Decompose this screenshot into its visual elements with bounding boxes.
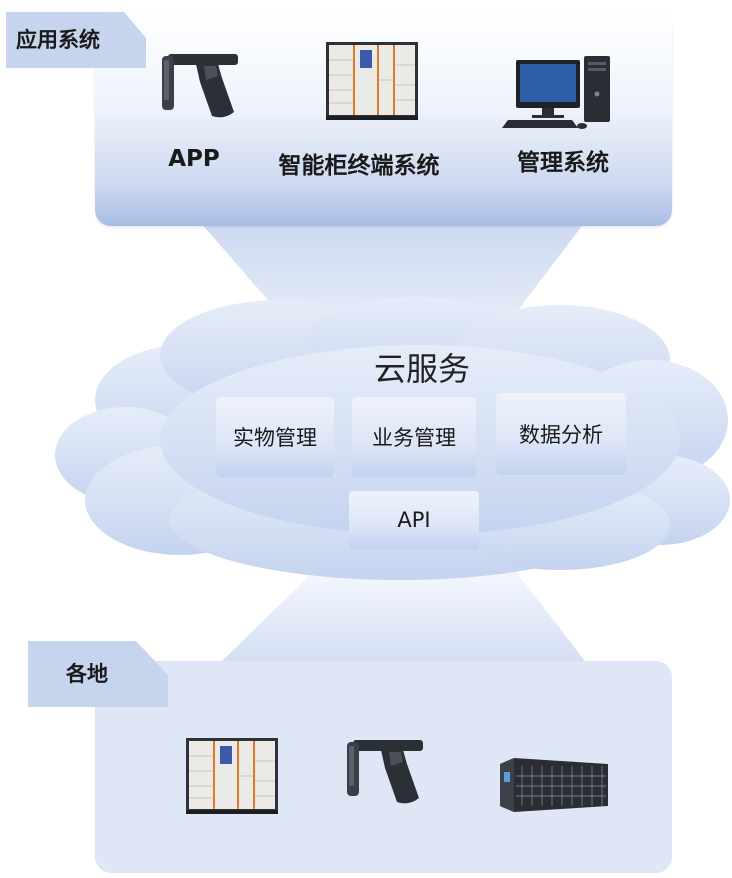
app-label: APP bbox=[168, 146, 220, 172]
data-analysis-module: 数据分析 bbox=[496, 393, 626, 475]
asset-management-label: 实物管理 bbox=[233, 426, 317, 450]
smart-locker-icon bbox=[186, 738, 278, 814]
regional-tab-label: 各地 bbox=[66, 661, 108, 686]
api-module: API bbox=[349, 491, 479, 549]
handheld-scanner-icon bbox=[162, 54, 238, 118]
server-rack-icon bbox=[500, 758, 608, 812]
business-management-label: 业务管理 bbox=[372, 426, 456, 450]
smart-locker-icon bbox=[326, 42, 418, 120]
handheld-scanner-icon bbox=[347, 740, 423, 804]
regional-tab: 各地 bbox=[28, 641, 168, 707]
smart-locker-terminal-label: 智能柜终端系统 bbox=[278, 153, 440, 179]
api-label: API bbox=[397, 508, 431, 532]
bottom-connector-beam bbox=[218, 570, 588, 665]
application-systems-tab: 应用系统 bbox=[6, 12, 146, 68]
asset-management-module: 实物管理 bbox=[216, 397, 334, 477]
application-systems-tab-label: 应用系统 bbox=[16, 27, 100, 52]
data-analysis-label: 数据分析 bbox=[519, 423, 603, 447]
desktop-computer-icon bbox=[502, 56, 610, 129]
business-management-module: 业务管理 bbox=[352, 397, 476, 477]
management-system-label: 管理系统 bbox=[517, 150, 609, 176]
cloud-service-title: 云服务 bbox=[373, 350, 471, 388]
